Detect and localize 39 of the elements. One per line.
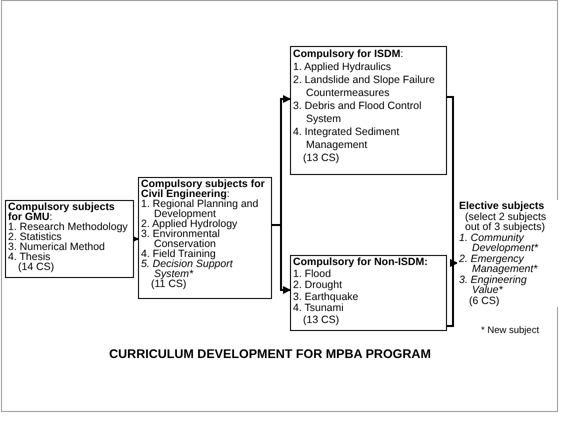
subject-item: 3. Environmental Conservation: [141, 229, 220, 249]
box-heading: Elective subjects: [459, 201, 546, 212]
subject-box: [138, 177, 272, 299]
subject-item: 1. Regional Planning and Development: [141, 199, 260, 219]
subject-item: 3. Debris and Flood Control System: [293, 100, 422, 126]
subject-item: 2. Drought: [293, 280, 344, 292]
connector-arrow: [272, 224, 291, 294]
subject-box: [290, 46, 447, 175]
subject-item: 4. Integrated Sediment Management: [293, 126, 400, 152]
diagram-title: CURRICULUM DEVELOPMENT FOR MPBA PROGRAM: [108, 346, 432, 363]
credit-note: (14 CS): [17, 262, 56, 272]
box-heading: Compulsory for ISDM:: [293, 48, 404, 61]
box-heading: Compulsory for Non-ISDM:: [293, 257, 429, 268]
subject-box: [5, 200, 134, 278]
subject-item: 1. Research Methodology: [8, 222, 129, 232]
box-heading: Compulsory subjects for GMU:: [8, 202, 115, 222]
credit-note: (13 CS): [302, 314, 340, 326]
connector-arrow: [447, 259, 458, 327]
subject-item: 4. Tsunami: [293, 303, 344, 314]
subject-item: 3. Earthquake: [293, 292, 360, 302]
subject-item: 1. Flood: [293, 268, 332, 280]
subject-item: 4. Field Training: [141, 249, 216, 259]
subject-item: 3. Engineering Value*: [459, 274, 527, 296]
credit-note: (13 CS): [302, 152, 340, 165]
credit-note: (11 CS): [150, 279, 186, 289]
subject-item: 1. Community Development*: [459, 232, 538, 254]
subject-item: 2. Applied Hydrology: [141, 219, 238, 229]
credit-note: (6 CS): [468, 296, 500, 306]
subject-item: 1. Applied Hydraulics: [293, 61, 392, 74]
box-heading: Compulsory subjects for Civil Engineering:: [141, 179, 266, 199]
subject-item: 4. Thesis: [8, 252, 50, 262]
subject-item: 3. Numerical Method: [8, 242, 106, 252]
subject-item: 2. Statistics: [8, 232, 62, 242]
footnote: * New subject: [481, 324, 540, 338]
subject-item: 2. Emergency Management*: [459, 254, 538, 274]
credit-note: (select 2 subjects out of 3 subjects): [464, 212, 548, 232]
subject-item: 5. Decision Support System*: [141, 259, 234, 279]
subject-item: 2. Landslide and Slope Failure Countermeasures: [293, 74, 436, 100]
subject-box: [290, 255, 447, 331]
